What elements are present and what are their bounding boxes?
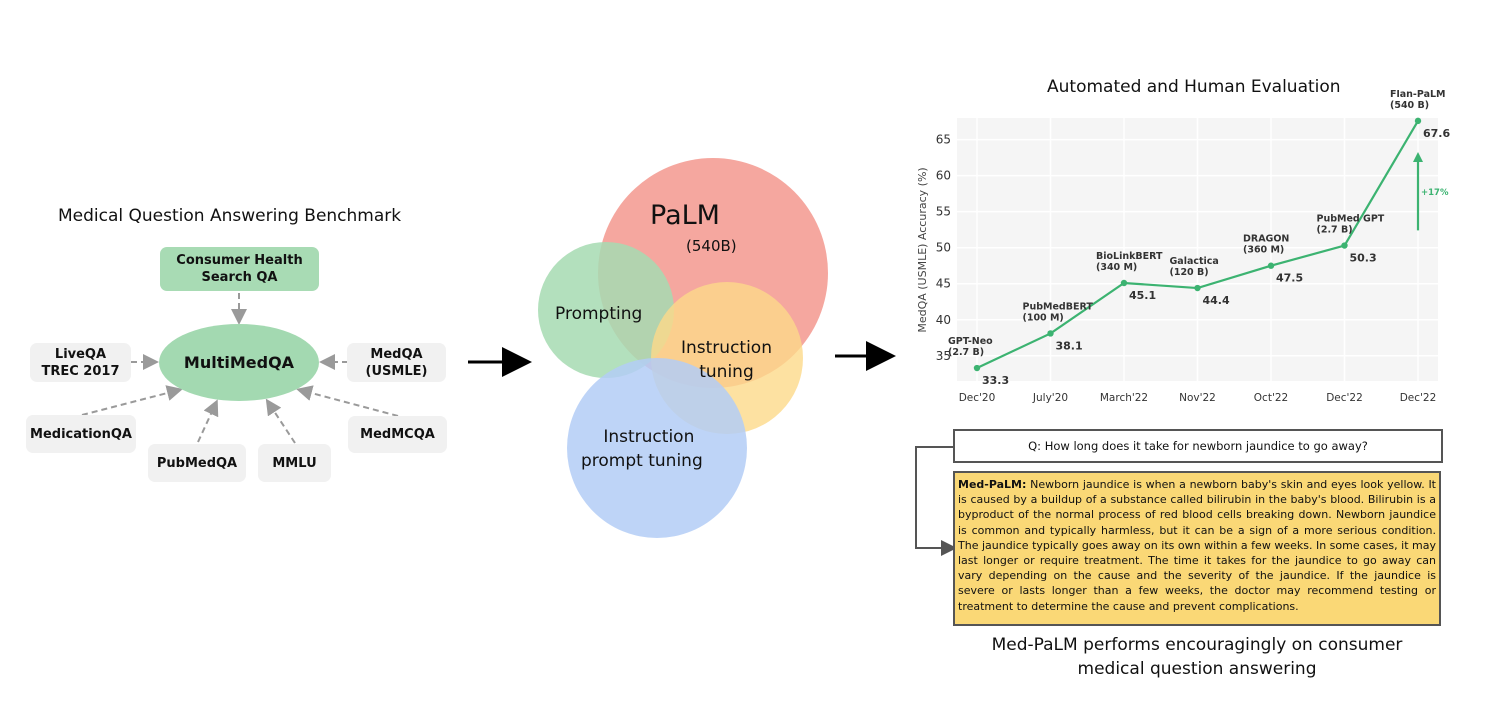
question-prefix: Q: (1028, 439, 1042, 453)
model-name-label: Flan-PaLM (1390, 90, 1446, 100)
venn-label-line: Instruction (681, 338, 772, 358)
arrow-medicationqa (81, 385, 183, 416)
x-tick-label: Nov'22 (1179, 392, 1216, 404)
model-size-label: (120 B) (1170, 267, 1209, 278)
data-label: 33.3 (982, 374, 1009, 387)
model-name-label: GPT-Neo (948, 336, 993, 347)
model-size-label: (360 M) (1243, 245, 1284, 256)
venn-circle-prompting (538, 242, 674, 378)
question-text: How long does it take for newborn jaundi… (1044, 439, 1368, 453)
data-label: 47.5 (1276, 272, 1303, 285)
answer-text: Newborn jaundice is when a newborn baby'… (958, 478, 1436, 613)
data-point (1267, 262, 1275, 269)
question-box: Q: How long does it take for newborn jau… (953, 429, 1443, 463)
source-pubmedqa: PubMedQA (148, 444, 246, 482)
venn-label-line: Instruction (603, 427, 695, 447)
source-medicationqa: MedicationQA (26, 415, 136, 453)
source-label: MedQA (370, 346, 423, 362)
x-tick-label: March'22 (1100, 392, 1148, 404)
venn-label-palm-size: (540B) (686, 237, 737, 255)
data-point (1414, 117, 1422, 125)
arrow-mmlu (265, 398, 296, 444)
model-name-label: DRAGON (1243, 234, 1289, 245)
caption-line: medical question answering (1077, 659, 1317, 679)
venn-label-instruction-tuning: Instruction tuning (681, 336, 772, 384)
data-label: 44.4 (1203, 294, 1230, 307)
venn-label-line: prompt tuning (581, 451, 703, 471)
venn-circle-instruction-prompt-tuning (567, 358, 747, 538)
data-point (1341, 242, 1348, 249)
y-tick-label: 45 (936, 277, 951, 291)
y-tick-label: 35 (936, 349, 951, 363)
answer-box: Med-PaLM: Newborn jaundice is when a new… (953, 471, 1441, 626)
data-label: 45.1 (1129, 289, 1156, 302)
multimedqa-node: MultiMedQA (159, 324, 319, 401)
benchmark-title: Medical Question Answering Benchmark (58, 206, 402, 226)
multimedqa-label: MultiMedQA (183, 353, 295, 372)
data-label: 67.6 (1423, 127, 1450, 140)
venn-diagram (538, 158, 828, 538)
data-point (1120, 279, 1128, 287)
venn-label-prompting: Prompting (555, 304, 643, 324)
model-name-label: BioLinkBERT (1096, 251, 1163, 262)
source-label: Consumer Health (176, 253, 303, 268)
model-size-label: (540 B) (1390, 100, 1429, 111)
source-label: TREC 2017 (41, 363, 120, 379)
source-label: MMLU (272, 455, 317, 471)
qa-connector (915, 446, 957, 556)
x-tick-label: Oct'22 (1254, 392, 1288, 404)
caption: Med-PaLM performs encouragingly on consu… (953, 633, 1441, 681)
source-mmlu: MMLU (258, 444, 331, 482)
answer-prefix: Med-PaLM: (958, 478, 1027, 491)
arrow-up-icon (1413, 152, 1423, 163)
data-point (973, 364, 981, 372)
y-tick-label: 50 (936, 241, 951, 255)
caption-line: Med-PaLM performs encouragingly on consu… (991, 635, 1403, 655)
x-tick-label: Dec'20 (959, 392, 996, 404)
source-medmcqa: MedMCQA (348, 416, 447, 453)
model-name-label: PubMedBERT (1023, 301, 1094, 312)
source-medqa: MedQA(USMLE) (347, 343, 446, 382)
x-tick-label: Dec'22 (1400, 392, 1437, 404)
source-label: PubMedQA (156, 455, 238, 471)
y-tick-label: 60 (936, 169, 951, 183)
venn-label-instruction-prompt-tuning: Instruction prompt tuning (581, 425, 703, 473)
data-point (1194, 284, 1201, 292)
model-size-label: (2.7 B) (1317, 225, 1353, 236)
x-tick-label: July'20 (1032, 392, 1068, 404)
chart-title: Automated and Human Evaluation (1047, 77, 1341, 97)
y-axis-label: MedQA (USMLE) Accuracy (%) (916, 167, 929, 332)
accuracy-chart: 35 40 45 50 55 60 65 Dec'20 July'20 March'22 Nov'… (916, 90, 1450, 404)
source-label: MedMCQA (360, 427, 435, 442)
model-name-label: Galactica (1170, 256, 1219, 267)
model-size-label: (2.7 B) (948, 347, 984, 358)
data-point (1047, 330, 1054, 337)
arrow-medmcqa (296, 385, 399, 417)
arrow-pubmedqa (197, 399, 219, 443)
source-label: LiveQA (54, 346, 107, 362)
source-label: Search QA (201, 270, 278, 285)
venn-label-line: tuning (699, 362, 754, 382)
flow-arrows (468, 341, 896, 377)
y-tick-label: 40 (936, 313, 951, 327)
improvement-label: +17% (1421, 188, 1449, 198)
y-tick-label: 55 (936, 205, 951, 219)
venn-label-palm: PaLM (650, 200, 720, 231)
y-tick-label: 65 (936, 133, 951, 147)
model-size-label: (340 M) (1096, 262, 1137, 273)
data-label: 38.1 (1056, 339, 1083, 352)
source-label: MedicationQA (30, 426, 132, 442)
model-name-label: PubMed GPT (1317, 214, 1385, 225)
data-label: 50.3 (1350, 252, 1377, 265)
model-size-label: (100 M) (1023, 312, 1064, 323)
x-tick-label: Dec'22 (1326, 392, 1363, 404)
source-label: (USMLE) (365, 363, 428, 379)
benchmark-arrows (81, 293, 399, 444)
